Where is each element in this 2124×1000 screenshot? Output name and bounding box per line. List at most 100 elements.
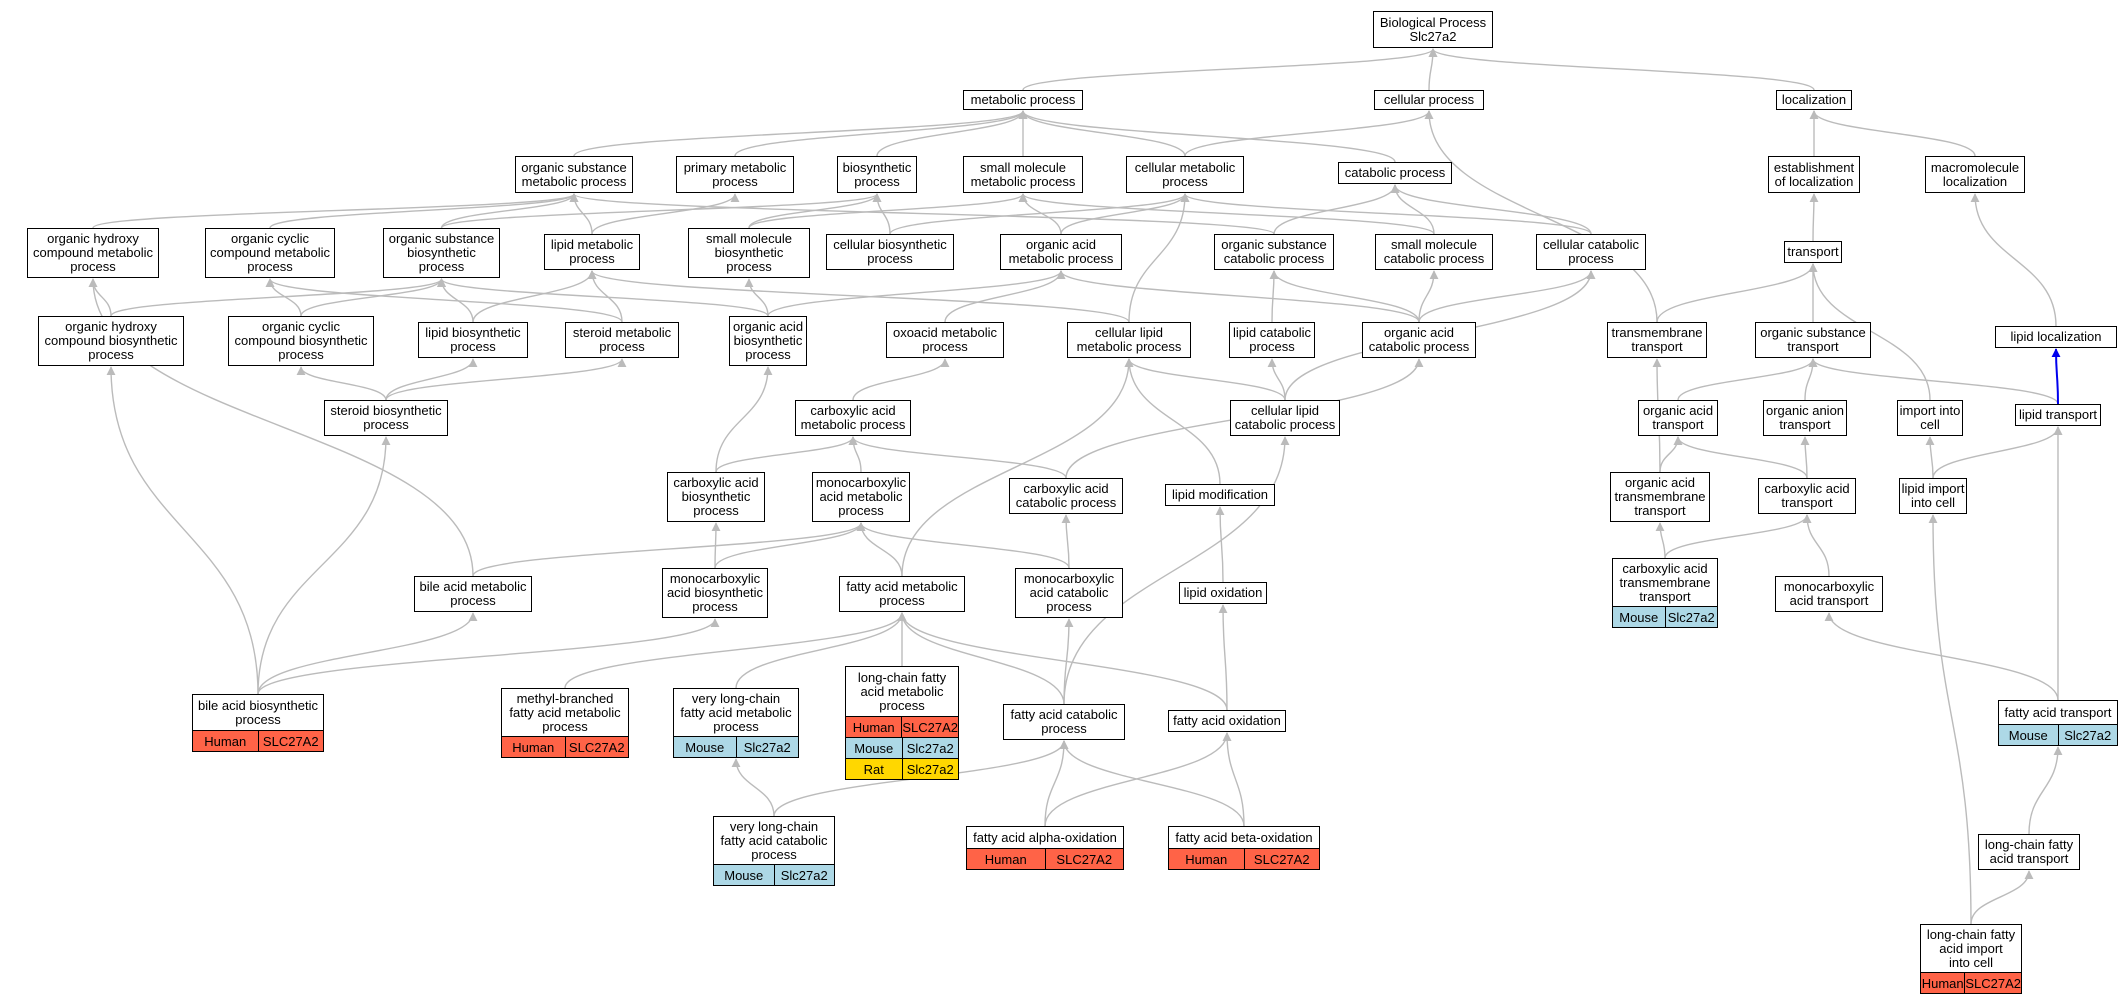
go-term-label-line: organic substance bbox=[388, 231, 495, 246]
go-term-label-line: very long-chain bbox=[729, 818, 819, 834]
species-cell: Human bbox=[1921, 975, 1964, 991]
go-term-label-line: process bbox=[745, 347, 791, 362]
edge-transport-to-estab-loc bbox=[1809, 193, 1819, 242]
edge-org-acid-met-to-cell-met bbox=[1060, 193, 1190, 235]
go-term-localization[interactable]: localization bbox=[1776, 90, 1852, 110]
edge-monocarb-bio-to-monocarb-met bbox=[714, 522, 866, 569]
go-term-label: transport bbox=[1785, 242, 1841, 262]
go-term-transport[interactable]: transport bbox=[1784, 241, 1842, 263]
go-term-fa-ox[interactable]: fatty acid oxidation bbox=[1168, 710, 1286, 732]
go-term-catabolic[interactable]: catabolic process bbox=[1338, 162, 1452, 184]
go-term-metabolic[interactable]: metabolic process bbox=[963, 90, 1083, 110]
edge-lipid-import-to-lipid-trans bbox=[1932, 426, 2063, 479]
go-term-lipid-loc[interactable]: lipid localization bbox=[1995, 326, 2117, 348]
go-term-cellular[interactable]: cellular process bbox=[1374, 90, 1484, 110]
go-term-label-line: monocarboxylic bbox=[815, 475, 907, 490]
go-term-label-line: process bbox=[867, 251, 913, 266]
species-cell: Mouse bbox=[724, 867, 764, 883]
go-term-lipid-trans[interactable]: lipid transport bbox=[2015, 404, 2101, 426]
edge-org-acid-bio-to-org-sub-bio bbox=[437, 278, 769, 317]
go-term-lipid-mod[interactable]: lipid modification bbox=[1165, 484, 1275, 506]
go-term-label-line: lipid catabolic bbox=[1232, 325, 1312, 340]
go-term-lipid-ox[interactable]: lipid oxidation bbox=[1179, 582, 1267, 604]
go-term-label-line: cellular biosynthetic bbox=[833, 237, 947, 252]
go-term-label-line: organic acid bbox=[1383, 325, 1455, 340]
edge-fa-beta-to-fa-cat bbox=[1059, 740, 1245, 827]
gene-cell: SLC27A2 bbox=[257, 731, 324, 751]
go-term-label-line: acid metabolic bbox=[819, 489, 903, 504]
species-cell: Human bbox=[512, 739, 555, 755]
edge-org-acid-cat-to-small-mol-cat bbox=[1418, 270, 1439, 323]
go-term-label-line: transmembrane bbox=[1619, 574, 1711, 590]
go-term-label-line: process bbox=[879, 697, 925, 713]
go-term-label-line: steroid metabolic bbox=[572, 325, 672, 340]
go-term-label-line: organic substance bbox=[1760, 325, 1866, 340]
edge-bile-bio-to-bile-met bbox=[257, 612, 478, 695]
